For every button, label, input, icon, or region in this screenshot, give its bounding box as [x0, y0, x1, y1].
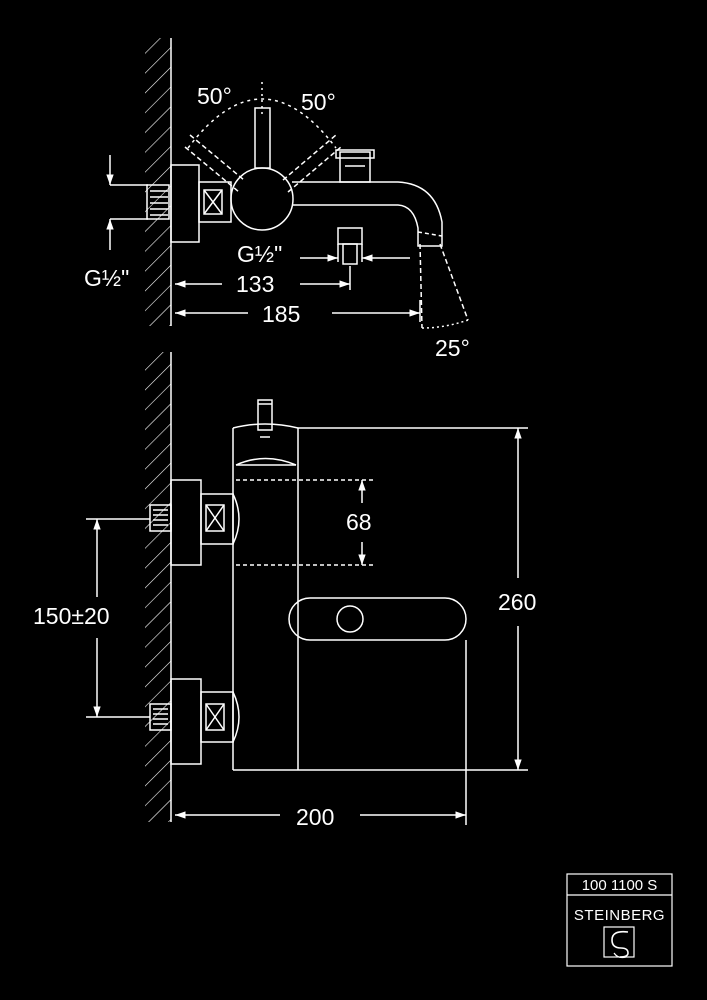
top-view — [106, 38, 469, 329]
dim-68 — [236, 479, 375, 566]
front-view — [86, 352, 528, 825]
label-thread-wall: G½" — [84, 265, 129, 291]
product-code: 100 1100 S — [582, 877, 658, 894]
dim-200 — [175, 640, 467, 825]
dim-thread-wall — [106, 155, 148, 250]
outlet-thread-top — [337, 227, 363, 265]
dim-150 — [86, 518, 150, 718]
label-thread-outlet: G½" — [237, 241, 282, 267]
lever-swing-arc — [187, 98, 337, 149]
lever-top — [254, 107, 271, 169]
wall-fitting-top — [146, 184, 170, 220]
label-dim-200: 200 — [296, 804, 334, 830]
label-dim-185: 185 — [262, 301, 300, 327]
wall-top — [145, 38, 172, 326]
label-dim-68: 68 — [346, 509, 372, 535]
mixer-body-front — [232, 423, 299, 771]
title-block — [566, 873, 673, 967]
spout-cone — [419, 243, 469, 329]
diverter-top — [335, 149, 375, 183]
wall-front — [145, 352, 172, 822]
dim-133 — [175, 266, 351, 290]
label-angle-right: 50° — [301, 89, 336, 115]
dim-260 — [298, 427, 528, 771]
lever-left-dashed — [184, 134, 245, 193]
label-angle-left: 50° — [197, 83, 232, 109]
label-angle-spout: 25° — [435, 335, 470, 361]
dim-thread-outlet — [300, 244, 410, 262]
label-dim-133: 133 — [236, 271, 274, 297]
brand-name: STEINBERG — [574, 907, 665, 924]
dim-185 — [175, 300, 421, 322]
connection-upper — [149, 479, 240, 566]
flange-top — [170, 164, 200, 243]
label-dim-150: 150±20 — [33, 603, 110, 629]
steinberg-logo-icon — [603, 926, 635, 959]
lever-front — [288, 597, 467, 641]
diverter-front — [257, 399, 273, 438]
lever-right-dashed — [282, 134, 342, 193]
connector-top — [198, 181, 232, 223]
spout-top — [292, 181, 443, 247]
label-dim-260: 260 — [498, 589, 536, 615]
